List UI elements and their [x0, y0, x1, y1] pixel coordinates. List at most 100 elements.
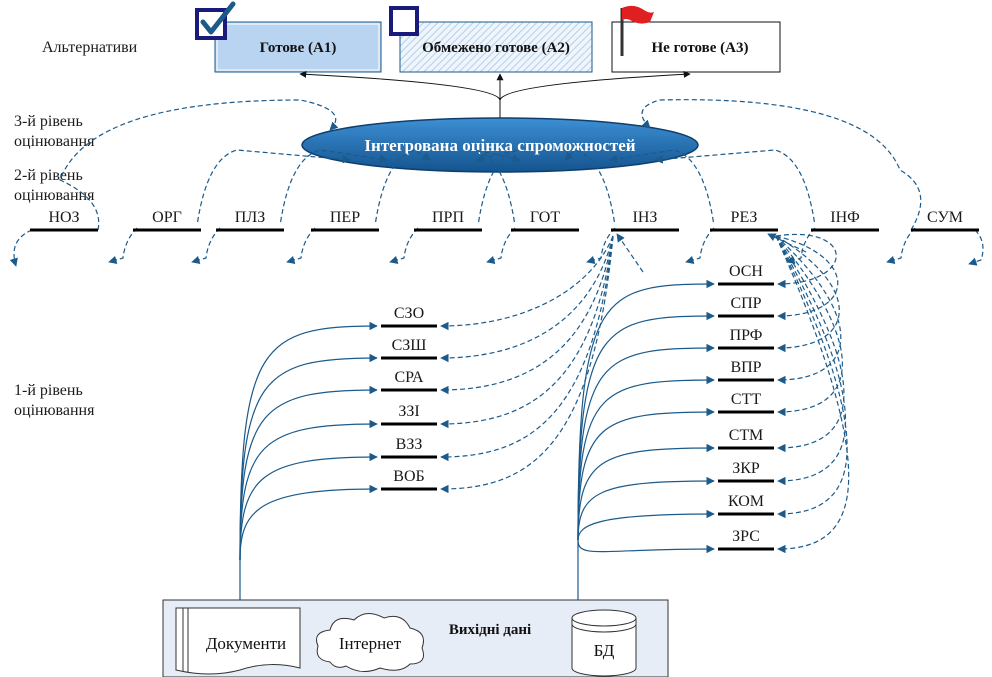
node-to-inz-arrow: [440, 235, 614, 363]
level2-nodes: НОЗ ОРГ ПЛЗ ПЕР ПРП ГОТ ІНЗ РЕЗ ІНФ СУМ: [30, 209, 979, 232]
level1-left-node-6[interactable]: ВОБ: [381, 468, 437, 491]
level2-node-label: ПРП: [432, 209, 464, 226]
level1-left-node-2[interactable]: СЗШ: [381, 337, 437, 360]
alternative-a1[interactable]: Готове (А1): [214, 21, 382, 73]
level1-node-label: СПР: [730, 295, 761, 312]
level1-node-label: ЗРС: [732, 528, 760, 545]
source-to-node-arrow: [577, 407, 715, 541]
node-to-inz-arrow: [440, 235, 614, 395]
node-to-rez-arrow: [775, 235, 845, 453]
level2-up-arrow: [564, 149, 615, 223]
level1-node-label: СЗШ: [392, 337, 427, 354]
alternative-a2[interactable]: Обмежено готове (А2): [399, 21, 593, 73]
source-to-node-arrow: [239, 484, 378, 561]
level1-right-node-5[interactable]: СТТ: [718, 391, 774, 414]
level2-node-6[interactable]: ГОТ: [511, 209, 579, 232]
node-to-inz-arrow: [440, 235, 614, 462]
level1-node-label: СТМ: [729, 427, 763, 444]
level1-node-label: СЗО: [394, 305, 424, 322]
level2-node-label: ПЛЗ: [235, 209, 265, 226]
level2-label-text: 2-й рівень: [14, 167, 83, 184]
level1-left-node-1[interactable]: СЗО: [381, 305, 437, 328]
source-to-node-arrow: [577, 375, 715, 541]
level2-node-5[interactable]: ПРП: [414, 209, 482, 232]
rez-arrowhead: [767, 233, 807, 253]
level1-right-node-2[interactable]: СПР: [718, 295, 774, 318]
level2-node-9[interactable]: ІНФ: [811, 209, 879, 232]
level2-curl-arrow: [9, 229, 33, 267]
level3-label-text-line2: оцінювання: [14, 133, 95, 150]
left-nodes: СЗО СЗШ СРА ЗЗІ ВЗЗ ВОБ: [381, 305, 437, 491]
integrated-assessment-label: Інтегрована оцінка спроможностей: [364, 136, 635, 155]
node-to-inz-arrow: [440, 235, 614, 429]
level2-label: 2-й рівень оцінювання: [14, 167, 95, 204]
internet-cloud-icon[interactable]: Інтернет: [316, 613, 424, 672]
level1-right-node-3[interactable]: ПРФ: [718, 327, 774, 350]
level1-right-node-9[interactable]: ЗРС: [718, 528, 774, 551]
node-to-rez-arrow: [775, 235, 842, 385]
alternative-arrows: [299, 70, 691, 118]
level1-left-node-3[interactable]: СРА: [381, 369, 437, 392]
level1-node-label: ПРФ: [730, 327, 763, 344]
level1-right-node-8[interactable]: КОМ: [718, 493, 774, 516]
level2-node-label: ІНЗ: [633, 209, 658, 226]
level1-node-label: ВОБ: [393, 468, 424, 485]
level2-arrows: [9, 99, 984, 267]
level1-right-node-4[interactable]: ВПР: [718, 359, 774, 382]
level2-node-1[interactable]: НОЗ: [30, 209, 98, 232]
level2-node-10[interactable]: СУМ: [911, 209, 979, 232]
level2-curl-arrow: [886, 227, 916, 264]
checkbox-checked-icon: [195, 1, 236, 40]
alternative-a3[interactable]: Не готове (А3): [611, 21, 781, 73]
level1-node-label: СТТ: [731, 391, 761, 408]
documents-icon[interactable]: Документи: [175, 607, 301, 675]
level2-node-label: СУМ: [927, 209, 963, 226]
level2-node-3[interactable]: ПЛЗ: [216, 209, 284, 232]
level2-node-4[interactable]: ПЕР: [311, 209, 379, 232]
level2-node-7[interactable]: ІНЗ: [611, 209, 679, 232]
level2-up-arrow: [59, 99, 339, 231]
level2-curl-arrow: [685, 227, 715, 264]
level1-left-node-5[interactable]: ВЗЗ: [381, 436, 437, 459]
level1-node-label: СРА: [394, 369, 424, 386]
level2-node-label: ПЕР: [330, 209, 360, 226]
level1-right-node-6[interactable]: СТМ: [718, 427, 774, 450]
source-to-node-arrow: [577, 443, 715, 541]
level1-node-label: ВЗЗ: [396, 436, 423, 453]
node-to-rez-arrow: [775, 235, 847, 486]
level2-node-8[interactable]: РЕЗ: [710, 209, 778, 232]
source-to-node-arrow: [577, 343, 715, 541]
source-to-node-arrow: [239, 385, 378, 561]
level2-node-2[interactable]: ОРГ: [133, 209, 201, 232]
level2-curl-arrow: [486, 227, 516, 264]
level1-left-node-4[interactable]: ЗЗІ: [381, 403, 437, 426]
level2-up-arrow: [608, 149, 714, 223]
source-to-node-arrow: [577, 311, 715, 541]
level1-node-label: ВПР: [730, 359, 761, 376]
level1-node-label: ЗЗІ: [398, 403, 419, 420]
source-to-node-arrow: [239, 353, 378, 561]
level1-right-node-1[interactable]: ОСН: [718, 263, 774, 286]
integrated-assessment-ellipse[interactable]: Інтегрована оцінка спроможностей: [301, 117, 699, 173]
level3-label-text: 3-й рівень: [14, 113, 83, 130]
level2-up-arrow: [375, 149, 431, 223]
alternatives-label: Альтернативи: [42, 39, 138, 56]
level1-right-node-7[interactable]: ЗКР: [718, 460, 774, 483]
node-to-rez-arrow: [775, 235, 839, 321]
documents-label: Документи: [206, 634, 286, 653]
level1-label-text: 1-й рівень: [14, 382, 83, 399]
level2-up-arrow: [474, 149, 522, 223]
checkbox-empty-icon: [389, 6, 419, 36]
level2-node-label: РЕЗ: [731, 209, 758, 226]
level2-curl-arrow: [389, 227, 419, 264]
alternative-a1-label: Готове (А1): [260, 40, 337, 56]
database-icon[interactable]: БД: [571, 609, 637, 677]
node-to-rez-arrow: [775, 235, 843, 417]
level3-label: 3-й рівень оцінювання: [14, 113, 95, 150]
level2-up-arrow: [654, 149, 815, 223]
source-data-title: Вихідні дані: [449, 622, 531, 638]
level2-node-label: ГОТ: [530, 209, 560, 226]
red-flag-icon: [620, 5, 654, 56]
alternative-a3-label: Не готове (А3): [652, 40, 749, 56]
